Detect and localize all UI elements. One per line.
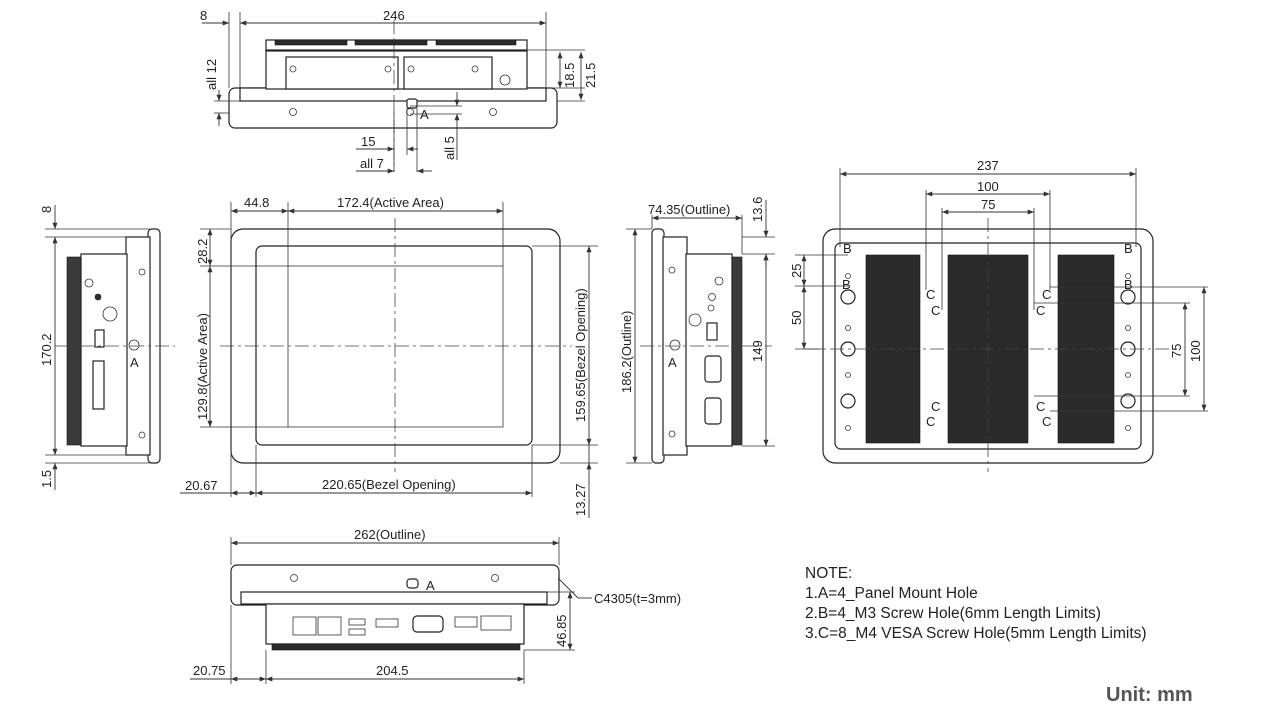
bottom-dim-262: 262(Outline): [354, 527, 426, 542]
top-dim-246: 246: [383, 8, 405, 23]
back-label-c: C: [1042, 287, 1051, 302]
front-view: 44.8 172.4(Active Area) 28.2 129.8(Activ…: [180, 195, 598, 518]
back-dim-75: 75: [981, 197, 995, 212]
left-dim-170-2: 170.2: [39, 333, 54, 366]
back-dim-25: 25: [789, 264, 804, 278]
back-dim-75-v: 75: [1169, 344, 1184, 358]
top-label-a: A: [420, 107, 429, 122]
back-label-c: C: [1036, 303, 1045, 318]
bottom-dim-46-85: 46.85: [554, 614, 569, 647]
left-label-a: A: [130, 355, 139, 370]
left-dim-8: 8: [39, 206, 54, 213]
front-dim-129-8: 129.8(Active Area): [195, 313, 210, 420]
top-dim-21-5: 21.5: [583, 63, 598, 88]
back-dim-237: 237: [977, 158, 999, 173]
right-side-view: A 74.35(Outline) 13.6 186.2(Outline) 149: [619, 197, 775, 464]
back-label-c: C: [931, 303, 940, 318]
note-line-2: 2.B=4_M3 Screw Hole(6mm Length Limits): [805, 605, 1101, 622]
back-dim-100-v: 100: [1188, 340, 1203, 362]
front-dim-220-65: 220.65(Bezel Opening): [322, 477, 456, 492]
bottom-label-a: A: [426, 578, 435, 593]
bottom-dim-c4305: C4305(t=3mm): [594, 591, 681, 606]
notes-title: NOTE:: [805, 565, 853, 582]
top-dim-15: 15: [361, 134, 375, 149]
front-dim-28-2: 28.2: [195, 239, 210, 264]
back-dim-50: 50: [789, 311, 804, 325]
bottom-dim-204-5: 204.5: [376, 663, 409, 678]
back-label-c: C: [1042, 414, 1051, 429]
left-dim-1-5: 1.5: [39, 470, 54, 488]
right-label-a: A: [668, 355, 677, 370]
front-dim-20-67: 20.67: [185, 478, 218, 493]
back-label-c: C: [926, 414, 935, 429]
right-dim-186-2: 186.2(Outline): [619, 311, 634, 393]
back-label-c: C: [1036, 399, 1045, 414]
notes-block: NOTE: 1.A=4_Panel Mount Hole 2.B=4_M3 Sc…: [805, 564, 1147, 644]
top-dim-18-5: 18.5: [562, 63, 577, 88]
right-dim-13-6: 13.6: [750, 197, 765, 222]
left-side-view: 8 170.2 1.5 A: [39, 205, 175, 490]
top-dim-all7: all 7: [360, 156, 384, 171]
back-dim-100: 100: [977, 179, 999, 194]
note-line-3: 3.C=8_M4 VESA Screw Hole(5mm Length Limi…: [805, 625, 1147, 642]
top-dim-all12: all 12: [204, 59, 219, 90]
back-label-b: B: [1124, 277, 1133, 292]
bottom-view: A 262(Outline) C4305(t=3mm) 46.85 20.75 …: [190, 527, 681, 684]
back-label-c: C: [931, 399, 940, 414]
top-dim-8: 8: [200, 8, 207, 23]
top-dim-all5: all 5: [442, 136, 457, 160]
unit-label: Unit: mm: [1106, 684, 1193, 706]
back-label-b: B: [1124, 241, 1133, 256]
back-view: 237 100 75 25 50 75 100 B B B B C C C C …: [789, 158, 1208, 472]
back-label-b: B: [843, 241, 852, 256]
front-dim-44-8: 44.8: [244, 195, 269, 210]
top-fins: [274, 39, 517, 46]
front-dim-159-65: 159.65(Bezel Opening): [573, 288, 588, 422]
right-dim-74-35: 74.35(Outline): [648, 202, 730, 217]
front-dim-13-27: 13.27: [573, 483, 588, 516]
bottom-dim-20-75: 20.75: [193, 663, 226, 678]
note-line-1: 1.A=4_Panel Mount Hole: [805, 585, 978, 602]
front-dim-172-4: 172.4(Active Area): [337, 195, 444, 210]
top-view: 8 246 all 12 18.5 21.5 A 15 all 7 all 5: [200, 8, 598, 174]
back-label-c: C: [926, 287, 935, 302]
right-dim-149: 149: [750, 340, 765, 362]
back-label-b: B: [842, 277, 851, 292]
